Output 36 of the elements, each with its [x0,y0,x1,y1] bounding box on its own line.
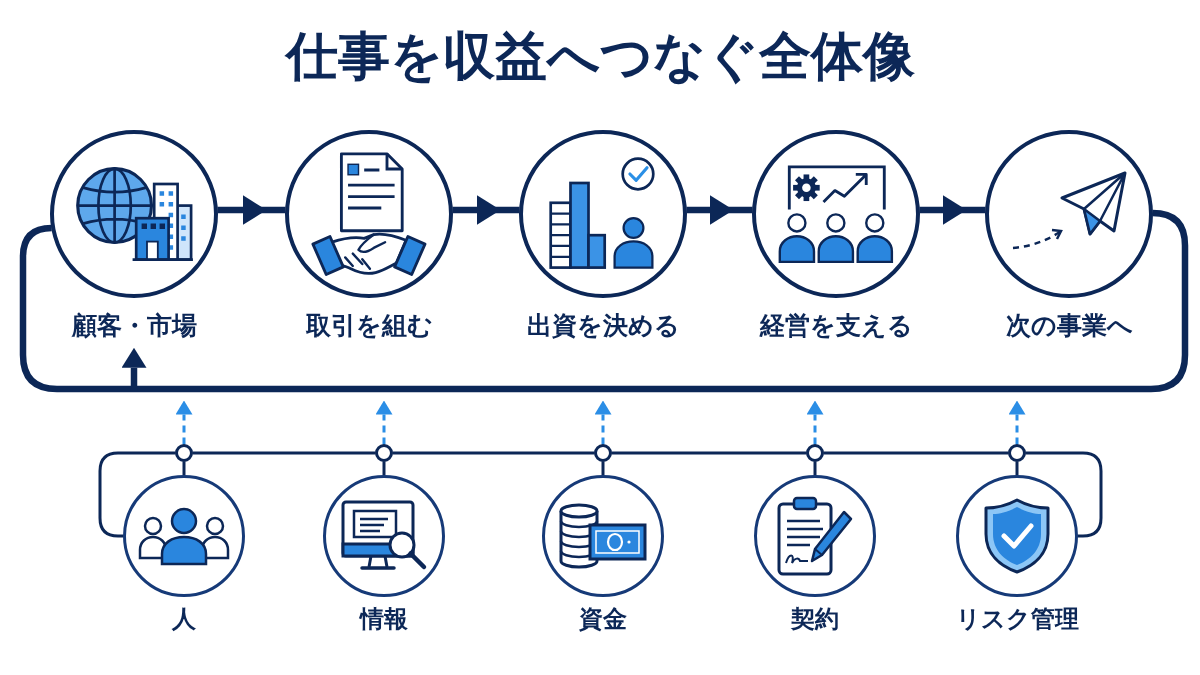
connector-line [813,461,817,476]
step-label: 経営を支える [759,312,913,341]
connector-line [601,461,605,476]
resource-label: 資金 [579,606,627,634]
connector-line [823,451,1009,455]
connector-line [611,451,807,455]
resource-label: リスク管理 [955,606,1079,634]
resource-label: 人 [172,606,196,634]
resource-label: 情報 [360,606,408,634]
dashed-arrow [375,400,393,445]
junction-ring [175,444,193,462]
connector-line [1025,451,1103,538]
arrow [452,195,520,225]
dashed-arrow [594,400,612,445]
step-label: 次の事業へ [1005,312,1133,341]
connector-line [382,461,386,476]
step-label: 顧客・市場 [71,312,197,341]
arrow [217,195,286,225]
junction-ring [375,444,393,462]
resource-label: 契約 [791,606,839,634]
dashed-arrow [806,400,824,445]
connector-line [98,451,176,538]
arrow [919,195,986,225]
connector-line [392,451,595,455]
step-label: 取引を組む [305,312,433,341]
junction-ring [806,444,824,462]
connector-line [182,461,186,476]
step-label: 出資を決める [526,312,680,341]
junction-ring [1008,444,1026,462]
dashed-arrow [175,400,193,445]
title: 仕事を収益へつなぐ全体像 [285,27,915,87]
arrow [686,195,753,225]
connector-line [1015,461,1019,476]
junction-ring [594,444,612,462]
connector-line [192,451,376,455]
dashed-arrow [1008,400,1026,445]
